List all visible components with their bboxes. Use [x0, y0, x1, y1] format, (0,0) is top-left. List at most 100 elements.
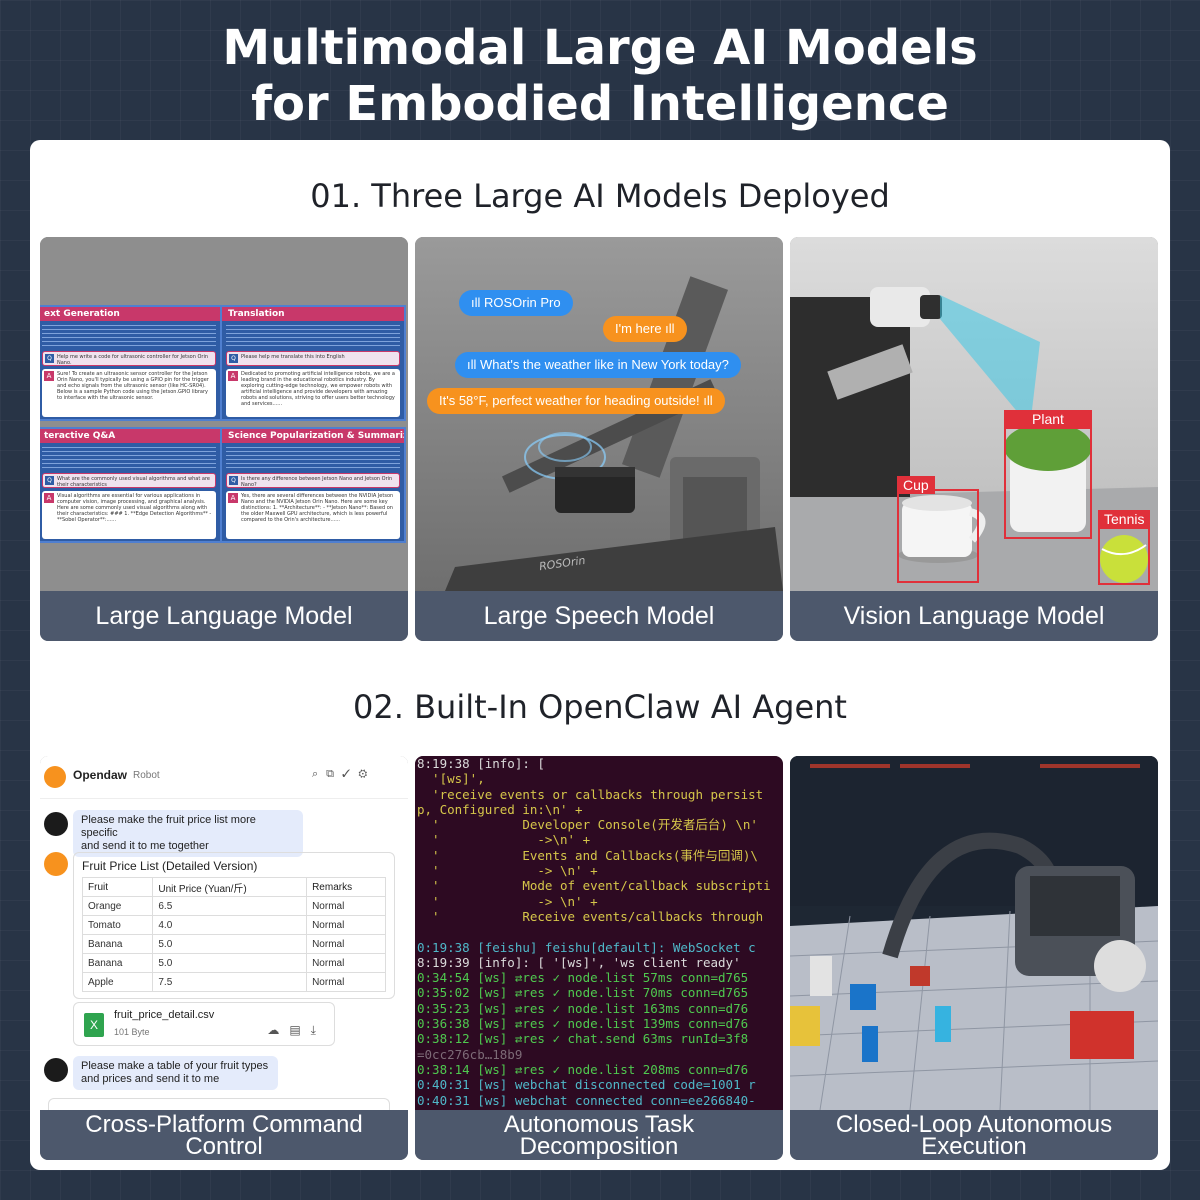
user-message-2: Please make a table of your fruit types … [73, 1056, 278, 1090]
terminal-line: 0:36:38 [ws] ⇄res ✓ node.list 139ms conn… [417, 1016, 749, 1032]
llm-panel-text-generation: ext Generation Help me write a code for … [40, 305, 222, 421]
cup-label: Cup [897, 476, 935, 494]
llm-panel-answer: Visual algorithms are essential for vari… [42, 491, 216, 539]
robot-car-illustration [790, 756, 1158, 1110]
user-avatar [44, 1058, 68, 1082]
llm-panel-science: Science Popularization & Summarization I… [220, 427, 406, 543]
table-row: Banana 5.0 Normal [81, 934, 386, 954]
llm-card: ext Generation Help me write a code for … [40, 237, 408, 641]
plant-label: Plant [1004, 410, 1092, 428]
terminal-caption: Autonomous Task Decomposition [415, 1110, 783, 1160]
terminal-line: 0:35:23 [ws] ⇄res ✓ node.list 163ms conn… [417, 1000, 749, 1016]
speech-bubble-4: It's 58°F, perfect weather for heading o… [427, 388, 725, 414]
terminal-line: =0cc276cb…18b9 [417, 1046, 523, 1062]
file-action-icons[interactable]: ☁▤⤓ [267, 1023, 326, 1037]
vision-caption: Vision Language Model [790, 591, 1158, 641]
terminal-line: ' Mode of event/callback subscripti [417, 878, 771, 894]
terminal-line: ' -> \n' + [417, 863, 598, 879]
voice-wave-icon: ıll [471, 295, 484, 310]
table-row: Tomato 4.0 Normal [81, 915, 386, 935]
vision-arm-illustration [790, 287, 1158, 591]
llm-panel-title: Science Popularization & Summarization [222, 429, 404, 443]
file-name: fruit_price_detail.csv [114, 1009, 215, 1021]
content-panel: 01. Three Large AI Models Deployed ext G… [30, 140, 1170, 1170]
terminal-line: p, Configured in:\n' + [417, 801, 583, 817]
terminal-line: 0:40:31 [ws] webchat connected conn=ee26… [417, 1092, 756, 1108]
terminal-output: 8:19:38 [info]: [ '[ws]', 'receive event… [415, 756, 783, 1110]
terminal-line: 0:19:38 [feishu] feishu[default]: WebSoc… [417, 939, 756, 955]
chat-input[interactable] [48, 1098, 390, 1110]
llm-panel-question: What are the commonly used visual algori… [42, 473, 216, 488]
user-avatar [44, 812, 68, 836]
llm-panel-answer: Sure! To create an ultrasonic sensor con… [42, 369, 216, 417]
terminal-line [417, 924, 783, 939]
toolbar-icons[interactable]: ⌕⧉✓⚙ [312, 768, 376, 780]
terminal-line: ' Developer Console(开发者后台) \n' [417, 817, 758, 833]
terminal-line: ' Events and Callbacks(事件与回调)\ [417, 847, 758, 863]
table-row: Apple 7.5 Normal [81, 972, 386, 992]
file-size: 101 Byte [114, 1027, 150, 1037]
robot-image [790, 756, 1158, 1110]
llm-image: ext Generation Help me write a code for … [40, 237, 408, 591]
terminal-line: 0:40:31 [ws] webchat disconnected code=1… [417, 1077, 756, 1093]
llm-panel-translation: Translation Please help me translate thi… [220, 305, 406, 421]
voice-wave-icon: ıll [467, 357, 480, 372]
page-title: Multimodal Large AI Models for Embodied … [0, 20, 1200, 132]
terminal-line: ' ->\n' + [417, 832, 591, 848]
chat-window: Opendaw Robot ⌕⧉✓⚙ Please make the fruit… [40, 756, 408, 1110]
table-row: Banana 5.0 Normal [81, 953, 386, 973]
llm-panel-question: Please help me translate this into Engli… [226, 351, 400, 366]
terminal-line: 'receive events or callbacks through per… [417, 786, 764, 802]
llm-panel-title: Translation [222, 307, 404, 321]
llm-panel-question: Help me write a code for ultrasonic cont… [42, 351, 216, 366]
table-header-row: Fruit Unit Price (Yuan/斤) Remarks [81, 877, 386, 897]
voice-wave-icon: ıll [699, 393, 713, 408]
bot-avatar [44, 852, 68, 876]
section2-title: 02. Built-In OpenClaw AI Agent [353, 688, 847, 726]
app-name: Opendaw [73, 768, 128, 782]
llm-panel-title: teractive Q&A [40, 429, 220, 443]
speech-card: ıll ROSOrin Pro I'm here ıll ıll What's … [415, 237, 783, 641]
tennis-detection-box [1098, 527, 1150, 585]
robot-caption: Closed-Loop Autonomous Execution [790, 1110, 1158, 1160]
speech-bubble-1: ıll ROSOrin Pro [459, 290, 573, 316]
spreadsheet-file-icon: X [84, 1013, 104, 1037]
terminal-line: '[ws]', [417, 771, 485, 787]
file-attachment[interactable]: X fruit_price_detail.csv 101 Byte ☁▤⤓ [73, 1002, 335, 1046]
terminal-line: ' -> \n' + [417, 893, 598, 909]
speech-image: ıll ROSOrin Pro I'm here ıll ıll What's … [415, 237, 783, 591]
app-logo-icon [44, 766, 66, 788]
price-table: Fruit Unit Price (Yuan/斤) Remarks Orange… [81, 877, 386, 992]
llm-panel-interactive-qa: teractive Q&A What are the commonly used… [40, 427, 222, 543]
price-table-message: Fruit Price List (Detailed Version) Frui… [73, 852, 395, 999]
llm-panel-title: ext Generation [40, 307, 220, 321]
title-line-2: for Embodied Intelligence [251, 76, 949, 132]
terminal-line: 0:38:14 [ws] ⇄res ✓ node.list 208ms conn… [417, 1061, 749, 1077]
speech-bubble-3: ıll What's the weather like in New York … [455, 352, 741, 378]
tennis-label: Tennis [1098, 510, 1151, 528]
terminal-line: ' Receive events/callbacks through [417, 908, 764, 924]
section1-title: 01. Three Large AI Models Deployed [310, 177, 890, 215]
robot-arm-illustration [445, 276, 783, 591]
llm-panel-answer: Yes, there are several differences betwe… [226, 491, 400, 539]
llm-panel-question: Is there any difference between Jetson N… [226, 473, 400, 488]
chat-card: Opendaw Robot ⌕⧉✓⚙ Please make the fruit… [40, 756, 408, 1160]
terminal-line: 0:38:12 [ws] ⇄res ✓ chat.send 63ms runId… [417, 1031, 749, 1047]
llm-panel-answer: Dedicated to promoting artificial intell… [226, 369, 400, 417]
plant-detection-box [1004, 427, 1092, 539]
llm-caption: Large Language Model [40, 591, 408, 641]
robot-card: Closed-Loop Autonomous Execution [790, 756, 1158, 1160]
voice-wave-icon: ıll [661, 321, 675, 336]
speech-caption: Large Speech Model [415, 591, 783, 641]
speech-bubble-2: I'm here ıll [603, 316, 687, 342]
cup-detection-box [897, 489, 979, 583]
user-message-1: Please make the fruit price list more sp… [73, 810, 303, 857]
terminal-line: 8:19:39 [info]: [ '[ws]', 'ws client rea… [417, 954, 741, 970]
chat-caption: Cross-Platform Command Control [40, 1110, 408, 1160]
terminal-line: 8:19:38 [info]: [ [417, 756, 545, 771]
table-title: Fruit Price List (Detailed Version) [82, 859, 258, 873]
terminal-line: 0:35:02 [ws] ⇄res ✓ node.list 70ms conn=… [417, 985, 749, 1001]
terminal-card: 8:19:38 [info]: [ '[ws]', 'receive event… [415, 756, 783, 1160]
table-row: Orange 6.5 Normal [81, 896, 386, 916]
vision-card: Cup Plant Tennis Vision Language Model [790, 237, 1158, 641]
